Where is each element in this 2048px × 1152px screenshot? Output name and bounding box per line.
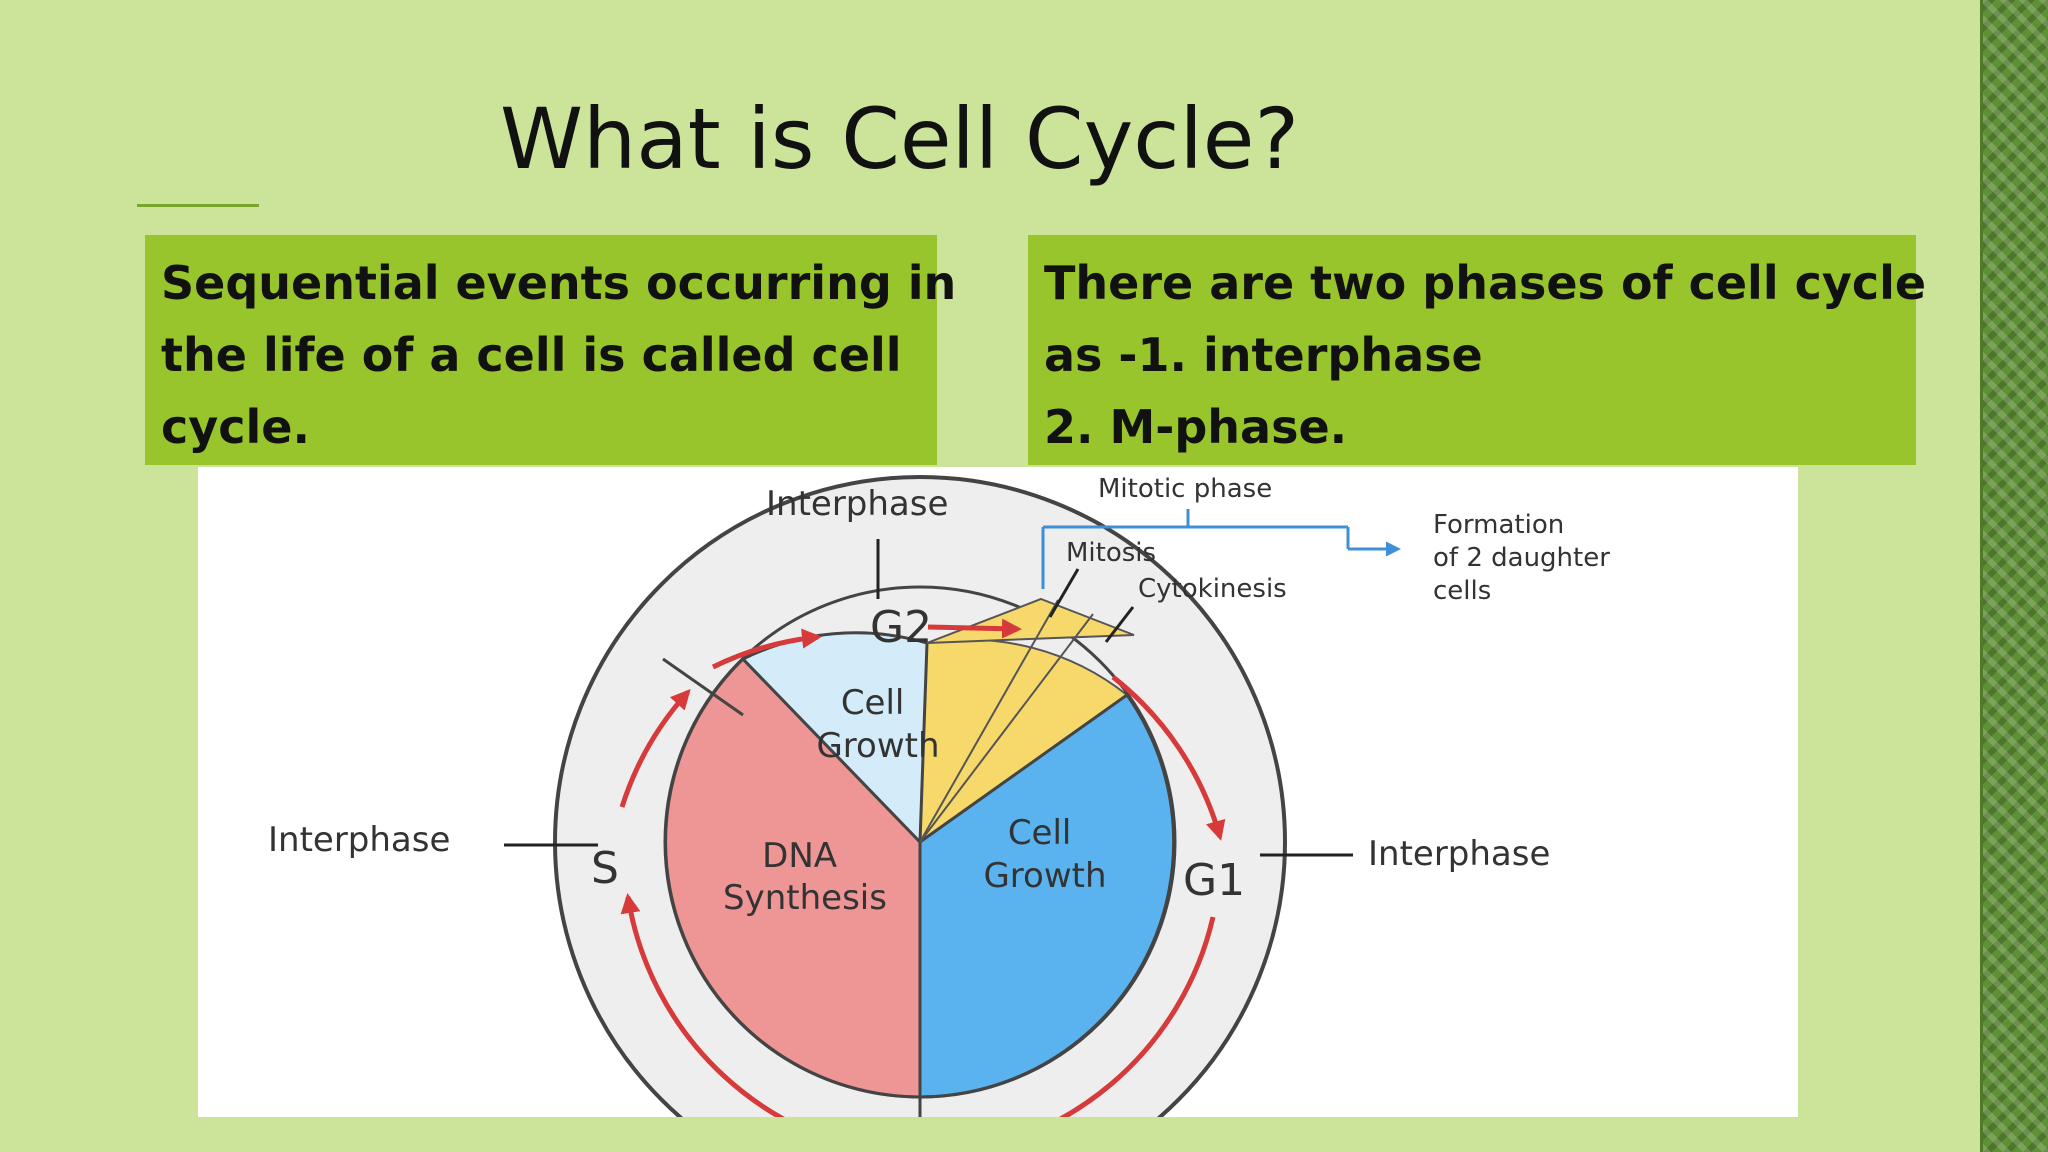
definition-line-1: Sequential events occurring in	[161, 256, 957, 310]
mitosis-pointer	[1048, 568, 1080, 618]
s-label: S	[591, 843, 619, 894]
interphase-top-label: Interphase	[766, 484, 948, 524]
definition-line-3: cycle.	[161, 400, 310, 454]
wedge-divider-1	[919, 599, 1059, 843]
ring-divider-g2-s	[662, 657, 744, 717]
formation-label: Formation of 2 daughter cells	[1433, 510, 1618, 606]
arrow-s-to-g2	[619, 689, 691, 808]
definition-box: Sequential events occurring in the life …	[145, 235, 957, 465]
phases-line-2: as -1. interphase	[1044, 328, 1483, 382]
phases-line-3: 2. M-phase.	[1044, 400, 1348, 454]
cell-growth-top-label: Cell Growth	[816, 683, 939, 766]
dna-synthesis-label: DNA Synthesis	[723, 836, 887, 918]
arrow-m-to-g1	[1111, 675, 1226, 841]
interphase-left-label: Interphase	[268, 820, 450, 860]
title-accent-line	[137, 204, 259, 207]
phases-box: There are two phases of cell cycle as -1…	[1028, 235, 1927, 465]
decorative-side-strip	[1980, 0, 2048, 1152]
mitotic-phase-label: Mitotic phase	[1098, 474, 1272, 504]
mitotic-wedge-outer	[926, 597, 1135, 644]
wedge-divider-2	[919, 613, 1094, 843]
cell-growth-right-label: Cell Growth	[983, 813, 1106, 896]
cell-cycle-diagram: G2 S G1 Cell Growth DNA Synthesis Cell G…	[198, 467, 1798, 1117]
mitosis-label: Mitosis	[1066, 538, 1156, 568]
arrow-g1-down	[1058, 916, 1216, 1117]
slide-title: What is Cell Cycle?	[500, 90, 1300, 188]
g1-label: G1	[1183, 855, 1245, 906]
arrow-bottom-to-s	[620, 893, 786, 1117]
g2-sector	[740, 631, 929, 846]
definition-line-2: the life of a cell is called cell	[161, 328, 902, 382]
g2-label: G2	[870, 602, 932, 653]
phases-line-1: There are two phases of cell cycle	[1044, 256, 1927, 310]
arrow-g2-up	[711, 628, 822, 670]
arrow-g2-to-m	[927, 618, 1022, 639]
cytokinesis-label: Cytokinesis	[1138, 574, 1287, 604]
cell-cycle-svg: G2 S G1 Cell Growth DNA Synthesis Cell G…	[268, 474, 1618, 1117]
cytokinesis-pointer	[1104, 606, 1135, 643]
interphase-right-label: Interphase	[1368, 834, 1550, 874]
